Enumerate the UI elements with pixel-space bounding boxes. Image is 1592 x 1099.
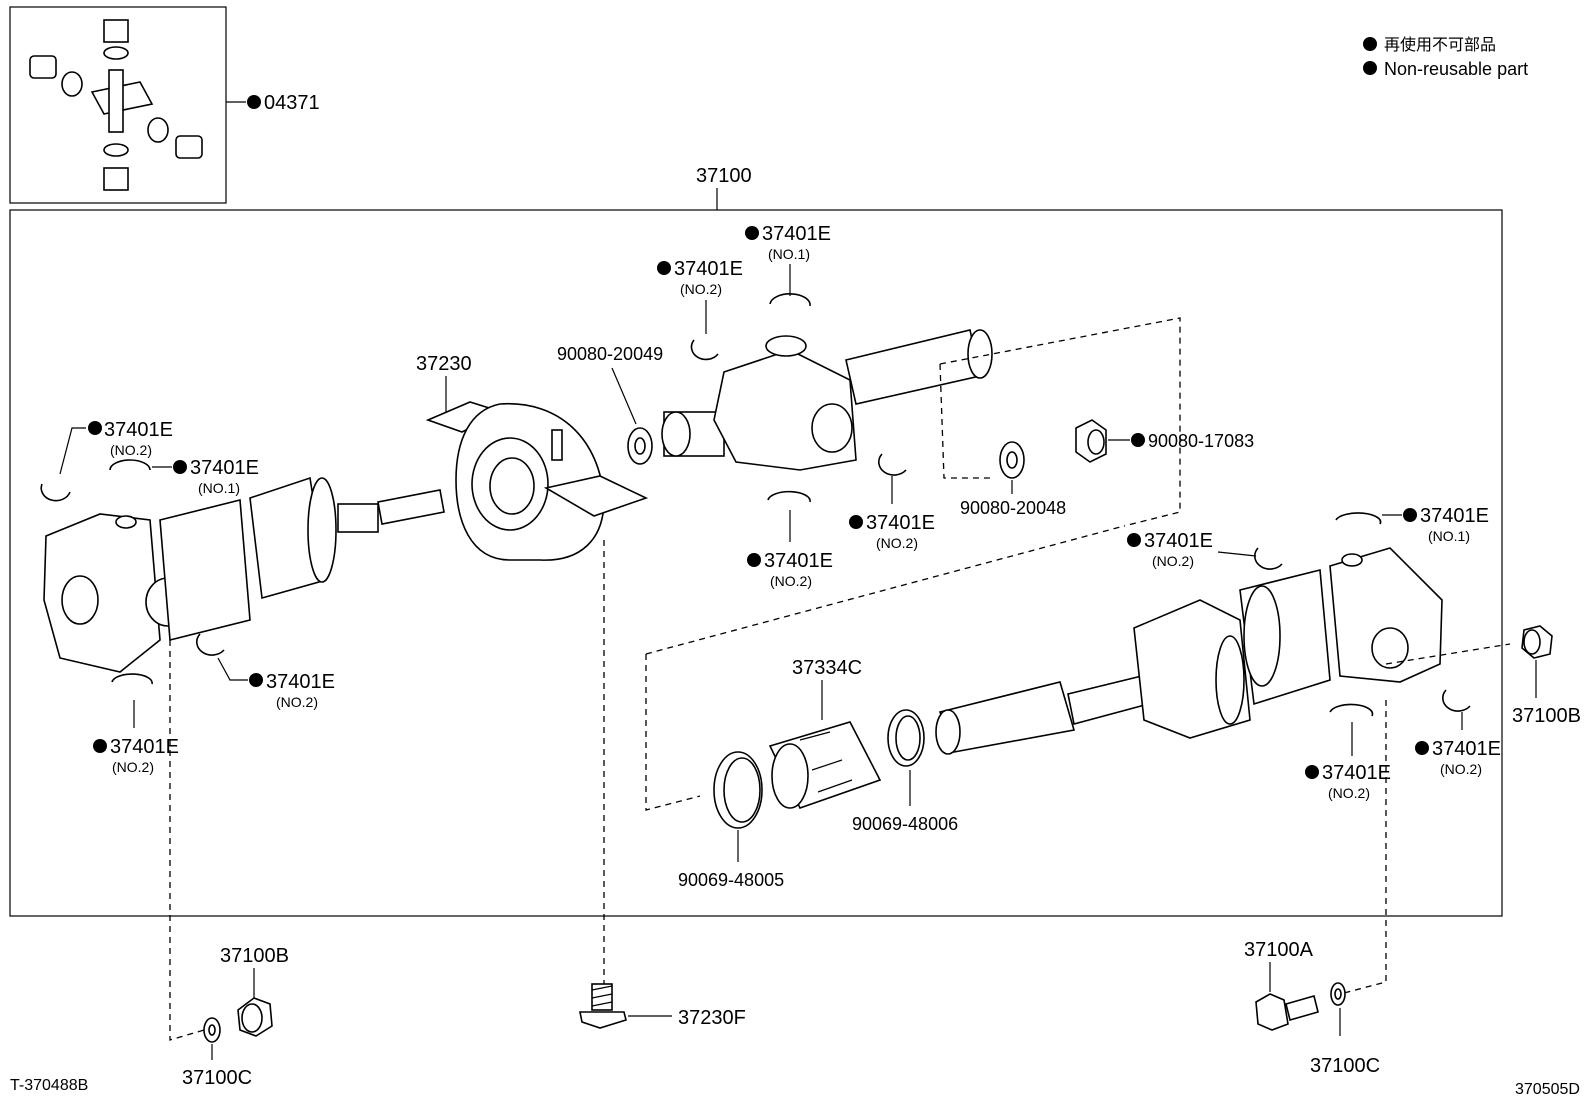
label-37100c: 37100C [1310, 1055, 1380, 1077]
legend-marker [1363, 61, 1377, 75]
label-no2: (NO.2) [1328, 785, 1370, 801]
bolt-37100a [1255, 993, 1319, 1031]
label-90080-20049: 90080-20049 [557, 344, 663, 364]
label-37401e: 37401E [1432, 738, 1501, 760]
spider-kit-illustration [29, 19, 203, 191]
label-37401e: 37401E [762, 223, 831, 245]
snap-ring [690, 339, 719, 361]
label-no2: (NO.2) [1152, 553, 1194, 569]
label-37401e: 37401E [104, 419, 173, 441]
footer-right-code: 370505D [1515, 1081, 1580, 1098]
snap-ring [196, 633, 225, 656]
boot-illustration [768, 721, 882, 809]
label-37100a: 37100A [1244, 939, 1314, 961]
label-04371: 04371 [264, 92, 320, 114]
legend-marker [1363, 37, 1377, 51]
label-37100b: 37100B [220, 945, 289, 967]
label-37401e: 37401E [1420, 505, 1489, 527]
label-37100: 37100 [696, 165, 752, 187]
label-37401e: 37401E [1144, 530, 1213, 552]
label-37401e: 37401E [674, 258, 743, 280]
label-no2: (NO.2) [276, 694, 318, 710]
label-37401e: 37401E [190, 457, 259, 479]
label-37401e: 37401E [266, 671, 335, 693]
snap-ring [769, 293, 811, 307]
label-no1: (NO.1) [768, 246, 810, 262]
snap-ring [1335, 512, 1382, 525]
label-37401e: 37401E [1322, 762, 1391, 784]
snap-ring [1329, 703, 1374, 717]
label-no2: (NO.2) [770, 573, 812, 589]
snap-ring [878, 453, 907, 476]
center-bearing-illustration [425, 401, 649, 561]
label-37334c: 37334C [792, 657, 862, 679]
label-no1: (NO.1) [198, 480, 240, 496]
label-37100b: 37100B [1512, 705, 1581, 727]
non-reusable-marker [247, 95, 261, 109]
label-no1: (NO.1) [1428, 528, 1470, 544]
bolt-37230f [579, 983, 627, 1029]
footer-left-code: T-370488B [10, 1077, 88, 1094]
snap-ring [767, 490, 811, 503]
snap-ring [109, 459, 151, 471]
label-37401e: 37401E [764, 550, 833, 572]
label-37401e: 37401E [110, 736, 179, 758]
label-90069-48005: 90069-48005 [678, 870, 784, 890]
legend-english: Non-reusable part [1384, 59, 1528, 79]
label-37230: 37230 [416, 353, 472, 375]
snap-ring [111, 673, 153, 685]
snap-ring [1254, 547, 1283, 570]
snap-ring [40, 483, 71, 502]
label-no2: (NO.2) [876, 535, 918, 551]
label-37230f: 37230F [678, 1007, 746, 1029]
snap-ring [1442, 689, 1471, 712]
label-no2: (NO.2) [1440, 761, 1482, 777]
label-37401e: 37401E [866, 512, 935, 534]
label-90080-17083: 90080-17083 [1148, 431, 1254, 451]
legend-japanese: 再使用不可部品 [1384, 36, 1496, 54]
label-90080-20048: 90080-20048 [960, 498, 1066, 518]
label-no2: (NO.2) [110, 442, 152, 458]
label-no2: (NO.2) [112, 759, 154, 775]
rear-shaft-illustration [935, 547, 1443, 755]
assembly-frame [9, 209, 1503, 917]
front-yoke-illustration [43, 476, 445, 673]
label-no2: (NO.2) [680, 281, 722, 297]
intermediate-yoke-illustration [661, 329, 993, 471]
label-37100c: 37100C [182, 1067, 252, 1089]
inset-box [9, 6, 227, 204]
label-90069-48006: 90069-48006 [852, 814, 958, 834]
